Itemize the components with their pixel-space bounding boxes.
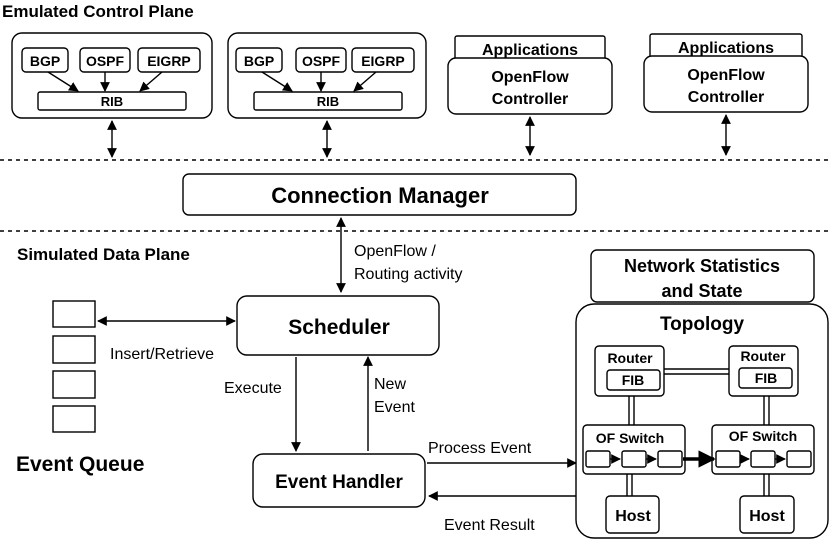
- switch-host-link-2: [763, 474, 770, 496]
- event-result-label: Event Result: [444, 517, 535, 534]
- data-plane-title: Simulated Data Plane: [17, 245, 190, 264]
- topology-label: Topology: [660, 314, 745, 335]
- controller-label-line1: OpenFlow: [491, 69, 569, 86]
- ospf-label: OSPF: [302, 53, 341, 69]
- connection-manager-label: Connection Manager: [271, 183, 489, 208]
- openflow-activity-label-line2: Routing activity: [354, 266, 463, 283]
- scheduler: Scheduler: [236, 295, 440, 356]
- host-label: Host: [615, 508, 651, 525]
- scheduler-label: Scheduler: [288, 316, 390, 339]
- of-switch-label: OF Switch: [596, 430, 664, 446]
- event-queue-label: Event Queue: [16, 453, 144, 476]
- new-event-label-line2: Event: [374, 399, 415, 416]
- emulated-router-1: BGP OSPF EIGRP RIB: [11, 32, 213, 119]
- router-label: Router: [740, 348, 786, 364]
- topology-router-1: Router FIB: [594, 345, 665, 397]
- applications-label: Applications: [482, 42, 578, 59]
- router-switch-link-1: [628, 396, 635, 425]
- fib-label: FIB: [622, 372, 645, 388]
- openflow-controller-2: Applications OpenFlow Controller: [643, 33, 809, 113]
- openflow-activity-label-line1: OpenFlow /: [354, 243, 436, 260]
- topology: Topology Router FIB Router FIB: [575, 303, 829, 539]
- host-2: Host: [739, 495, 795, 534]
- host-label: Host: [749, 508, 785, 525]
- new-event-label-line1: New: [374, 376, 406, 393]
- openflow-controller-1: Applications OpenFlow Controller: [447, 35, 613, 115]
- of-switch-2: OF Switch: [711, 424, 815, 475]
- of-switch-1: OF Switch: [582, 424, 686, 475]
- of-switch-label: OF Switch: [729, 428, 797, 444]
- controller-label-line2: Controller: [688, 89, 764, 106]
- fib-label: FIB: [755, 370, 778, 386]
- rib-label: RIB: [317, 94, 339, 109]
- network-statistics-label-line1: Network Statistics: [624, 256, 780, 276]
- eigrp-label: EIGRP: [361, 53, 405, 69]
- rib-label: RIB: [101, 94, 123, 109]
- process-event-label: Process Event: [428, 440, 532, 457]
- control-plane-title: Emulated Control Plane: [2, 2, 194, 21]
- connection-manager: Connection Manager: [182, 173, 577, 216]
- applications-label: Applications: [678, 40, 774, 57]
- execute-label: Execute: [224, 380, 282, 397]
- event-handler: Event Handler: [252, 453, 426, 508]
- bgp-label: BGP: [244, 53, 274, 69]
- network-statistics-label-line2: and State: [661, 281, 742, 301]
- controller-label-line1: OpenFlow: [687, 67, 765, 84]
- eigrp-label: EIGRP: [147, 53, 191, 69]
- ospf-label: OSPF: [86, 53, 125, 69]
- network-statistics: Network Statistics and State: [590, 249, 815, 303]
- bgp-label: BGP: [30, 53, 60, 69]
- router-router-link: [664, 368, 729, 375]
- router-label: Router: [607, 350, 653, 366]
- host-1: Host: [605, 495, 660, 534]
- router-switch-link-2: [763, 396, 770, 425]
- insert-retrieve-label: Insert/Retrieve: [110, 346, 214, 363]
- event-queue: [52, 300, 96, 433]
- event-handler-label: Event Handler: [275, 472, 403, 493]
- switch-host-link-1: [626, 474, 633, 496]
- emulated-router-2: BGP OSPF EIGRP RIB: [227, 32, 427, 119]
- topology-router-2: Router FIB: [728, 345, 799, 397]
- controller-label-line2: Controller: [492, 91, 568, 108]
